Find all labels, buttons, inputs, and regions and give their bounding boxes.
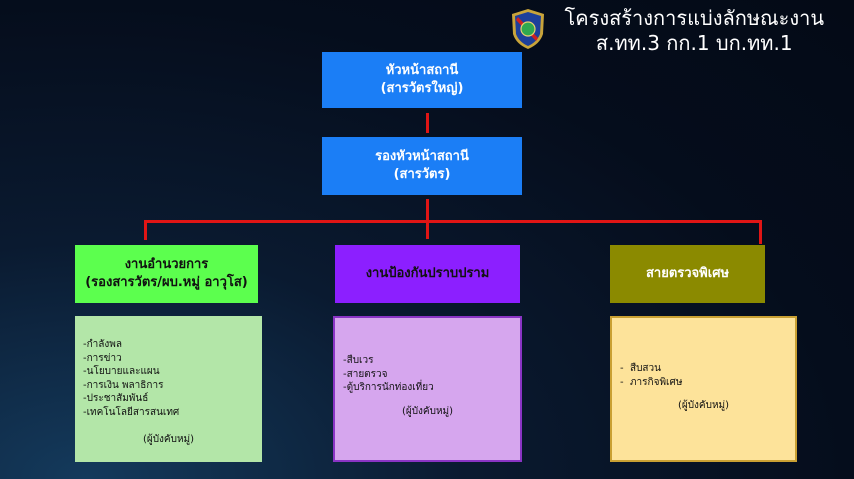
special-patrol-detail-box: - สืบสวน - ภารกิจพิเศษ (ผู้บังคับหมู่) <box>610 316 797 462</box>
connector-line <box>426 199 429 239</box>
deputy-box: รองหัวหน้าสถานี(สารวัตร) <box>322 137 522 195</box>
chief-box: หัวหน้าสถานี(สารวัตรใหญ่) <box>322 52 522 108</box>
connector-line <box>426 113 429 133</box>
connector-line <box>759 220 762 244</box>
page-title: โครงสร้างการแบ่งลักษณะงาน ส.ทท.3 กก.1 บก… <box>564 6 824 55</box>
police-badge-logo <box>512 9 544 49</box>
dept-admin-box: งานอำนวยการ(รองสารวัตร/ผบ.หมู่ อาวุโส) <box>75 245 258 303</box>
connector-line <box>144 220 147 240</box>
admin-detail-box: -กำลังพล -การข่าว -นโยบายและแผน -การเงิน… <box>75 316 262 462</box>
dept-special-patrol-box: สายตรวจพิเศษ <box>610 245 765 303</box>
connector-line <box>144 220 762 223</box>
prevention-detail-box: -สืบเวร -สายตรวจ -ตู้บริการนักท่องเที่ยว… <box>333 316 522 462</box>
dept-prevention-box: งานป้องกันปราบปราม <box>335 245 520 303</box>
